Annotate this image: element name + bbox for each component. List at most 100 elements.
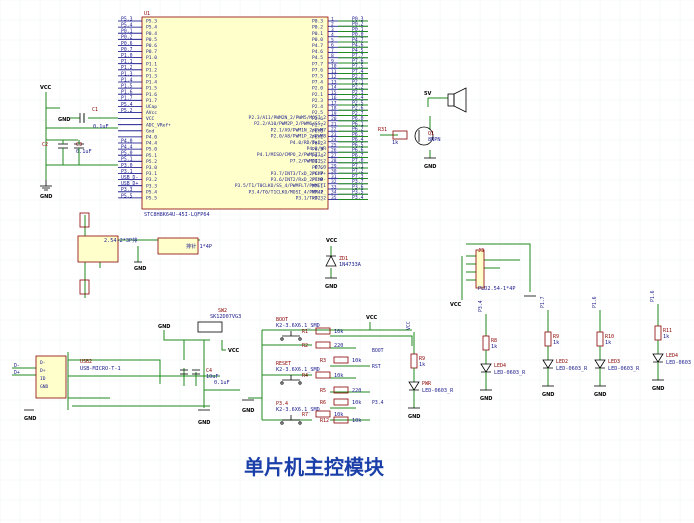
sw2-part: SK12D07VG3 xyxy=(210,314,241,320)
mcu-right-pin-label: P6.2 xyxy=(312,141,323,147)
led-net-label: P1.6 xyxy=(650,290,656,302)
mcu-right-pin-number: 10 xyxy=(331,64,337,70)
mcu-right-pin-label: P6.4 xyxy=(312,153,323,159)
c2-ref: C2 xyxy=(42,142,48,148)
resistor-value: 10k xyxy=(334,329,344,335)
mcu-right-pin-label: P4.6 xyxy=(312,49,323,55)
mcu-right-pin-label: P4.7 xyxy=(312,43,323,49)
switch-section: SW2 SK12D07VG3 GND VCC C4 10uF 0.1uF GND xyxy=(158,308,241,426)
mcu-right-pin-label: P4.5 xyxy=(312,55,323,61)
resistor-body xyxy=(333,416,349,424)
c5-value: 0.1uF xyxy=(214,380,230,386)
c3-value: 0.1uF xyxy=(76,149,92,155)
zener-section: VCC ZD1 1N4733A GND xyxy=(325,238,362,290)
mcu-right-pin-number: 2 xyxy=(331,22,334,28)
mcu-left-pin-label: P1.0 xyxy=(146,55,157,61)
gnd-label-4: GND xyxy=(424,164,436,170)
j3-ref: J3 xyxy=(478,248,484,254)
mcu-left-net-label-lower: P5.5 xyxy=(121,193,133,199)
led-gnd-label: GND xyxy=(652,386,664,392)
r31-value: 1k xyxy=(392,140,399,146)
c4-ref: C4 xyxy=(206,368,212,374)
mcu-right-net-label: P6.3 xyxy=(352,132,364,138)
led-res-ref: R10 xyxy=(605,334,614,340)
mcu-right-pin-label: P2.7 xyxy=(312,122,323,128)
mcu-left-pin-label: P4.4 xyxy=(146,141,157,147)
mcu-right-pin-number: 25 xyxy=(331,142,337,148)
mcu-right-pin-number: 17 xyxy=(331,100,337,106)
mcu-right-pin-label: P0.2 xyxy=(312,25,323,31)
vcc-label-j3: VCC xyxy=(450,302,462,308)
mcu-left-net-label-lower: P5.1 xyxy=(121,157,133,163)
resistor-value: 10k xyxy=(334,412,344,418)
gnd-label-2: GND xyxy=(58,117,70,123)
mcu-function-label: P2.0/A8/PWM1P_2/PWM8 xyxy=(271,134,327,140)
led-resistor xyxy=(544,331,552,347)
r-bottom xyxy=(79,279,90,295)
mcu-left-net-label: P0.7 xyxy=(121,47,133,53)
mcu-left-net-label: P5.4 xyxy=(121,23,133,29)
usb-pin-dm: D- xyxy=(40,360,46,366)
c1-ref: C1 xyxy=(92,107,98,113)
c1-value: 0.1uF xyxy=(93,124,109,130)
mcu-left-pin-label: P5.0 xyxy=(146,147,157,153)
mcu-left-pin-label: P1.3 xyxy=(146,74,157,80)
resistor-ref: R6 xyxy=(320,400,326,406)
mcu-left-pin-label: P1.5 xyxy=(146,86,157,92)
mcu-left-net-label: P1.2 xyxy=(121,65,133,71)
mcu-left-pin-label: Gnd xyxy=(146,128,155,134)
vcc-label-1: VCC xyxy=(40,85,52,91)
mcu-right-net-label: P2.6 xyxy=(352,106,364,112)
buzzer-section: 5V R31 1k Q1 8NPN GND xyxy=(378,87,467,170)
mcu-left-pin-label: P0.4 xyxy=(146,31,157,37)
led-gnd-label: GND xyxy=(542,392,554,398)
mcu-right-net-label: P6.6 xyxy=(352,148,364,154)
zd1-part: 1N4733A xyxy=(339,262,362,268)
mcu-right-pin-label: P7.1 xyxy=(312,183,323,189)
mcu-u1: U1 STC8H8K64U-45I-LQFP64 P5.3P5.4P0.4P0.… xyxy=(118,11,368,218)
mcu-left-net-label: P1.7 xyxy=(121,96,133,102)
mcu-right-pin-number: 3 xyxy=(331,27,334,33)
resistor-body xyxy=(333,398,349,406)
mcu-left-pins: P5.3P5.4P0.4P0.5P0.6P0.7P1.0P1.1P1.2P1.3… xyxy=(118,19,171,202)
mcu-left-nets: P5.3P5.4P0.1P0.2P0.6P0.7P1.0P1.1P1.2P1.3… xyxy=(121,16,138,199)
mcu-left-pin-label: P0.6 xyxy=(146,43,157,49)
mcu-right-pin-label: P6.1 xyxy=(312,135,323,141)
mcu-right-net-label: P6.4 xyxy=(352,137,364,143)
led-gnd-label: GND xyxy=(408,414,420,420)
mcu-function-label: P7.0 xyxy=(315,165,326,171)
mcu-left-pin-label: P1.7 xyxy=(146,98,157,104)
mcu-right-net-label: P7.2 xyxy=(352,169,364,175)
mcu-right-pins: P0.3P0.2P0.1P0.0P4.7P4.6P4.5P7.7P7.6P7.5… xyxy=(312,19,368,202)
mcu-function-label: P2.3/A11/PWM2N_2/PWM5/MOSI_2 xyxy=(249,115,327,121)
mcu-right-net-label: P0.2 xyxy=(352,22,364,28)
led-part: LED-0603_R xyxy=(422,388,454,394)
mcu-right-net-label: P3.4 xyxy=(352,195,364,201)
mcu-right-pin-number: 23 xyxy=(331,132,337,138)
vcc-label-sw: VCC xyxy=(228,348,240,354)
mcu-right-pin-number: 19 xyxy=(331,111,337,117)
mcu-right-pin-label: P7.6 xyxy=(312,67,323,73)
mcu-right-net-label: P4.6 xyxy=(352,43,364,49)
mcu-right-pin-number: 1 xyxy=(331,16,334,22)
mcu-right-pin-number: 18 xyxy=(331,106,337,112)
led-ref: LED3 xyxy=(608,359,620,365)
mcu-right-pin-label: P7.2 xyxy=(312,189,323,195)
r31-body xyxy=(392,130,408,140)
usb-part: USB-MICRO-T-1 xyxy=(80,366,121,372)
mcu-left-pin-label: UCap xyxy=(146,104,157,110)
mcu-function-label: P2.1/A9/PWM1N_2/PWM7 xyxy=(271,127,327,133)
led-res-value: 1k xyxy=(663,334,670,340)
mcu-left-net-label-lower: USB_D+ xyxy=(121,181,138,187)
mcu-left-pin-label: P5.4 xyxy=(146,25,157,31)
mcu-right-net-label: P3.6 xyxy=(352,184,364,190)
v5-label: 5V xyxy=(424,91,431,97)
gnd-label-5: GND xyxy=(325,284,337,290)
mcu-right-pin-number: 7 xyxy=(331,48,334,54)
c4-value: 10uF xyxy=(206,374,219,380)
mcu-right-net-label: P7.7 xyxy=(352,53,364,59)
mcu-left-pin-label: P3.2 xyxy=(146,177,157,183)
resistor-body xyxy=(333,386,349,394)
